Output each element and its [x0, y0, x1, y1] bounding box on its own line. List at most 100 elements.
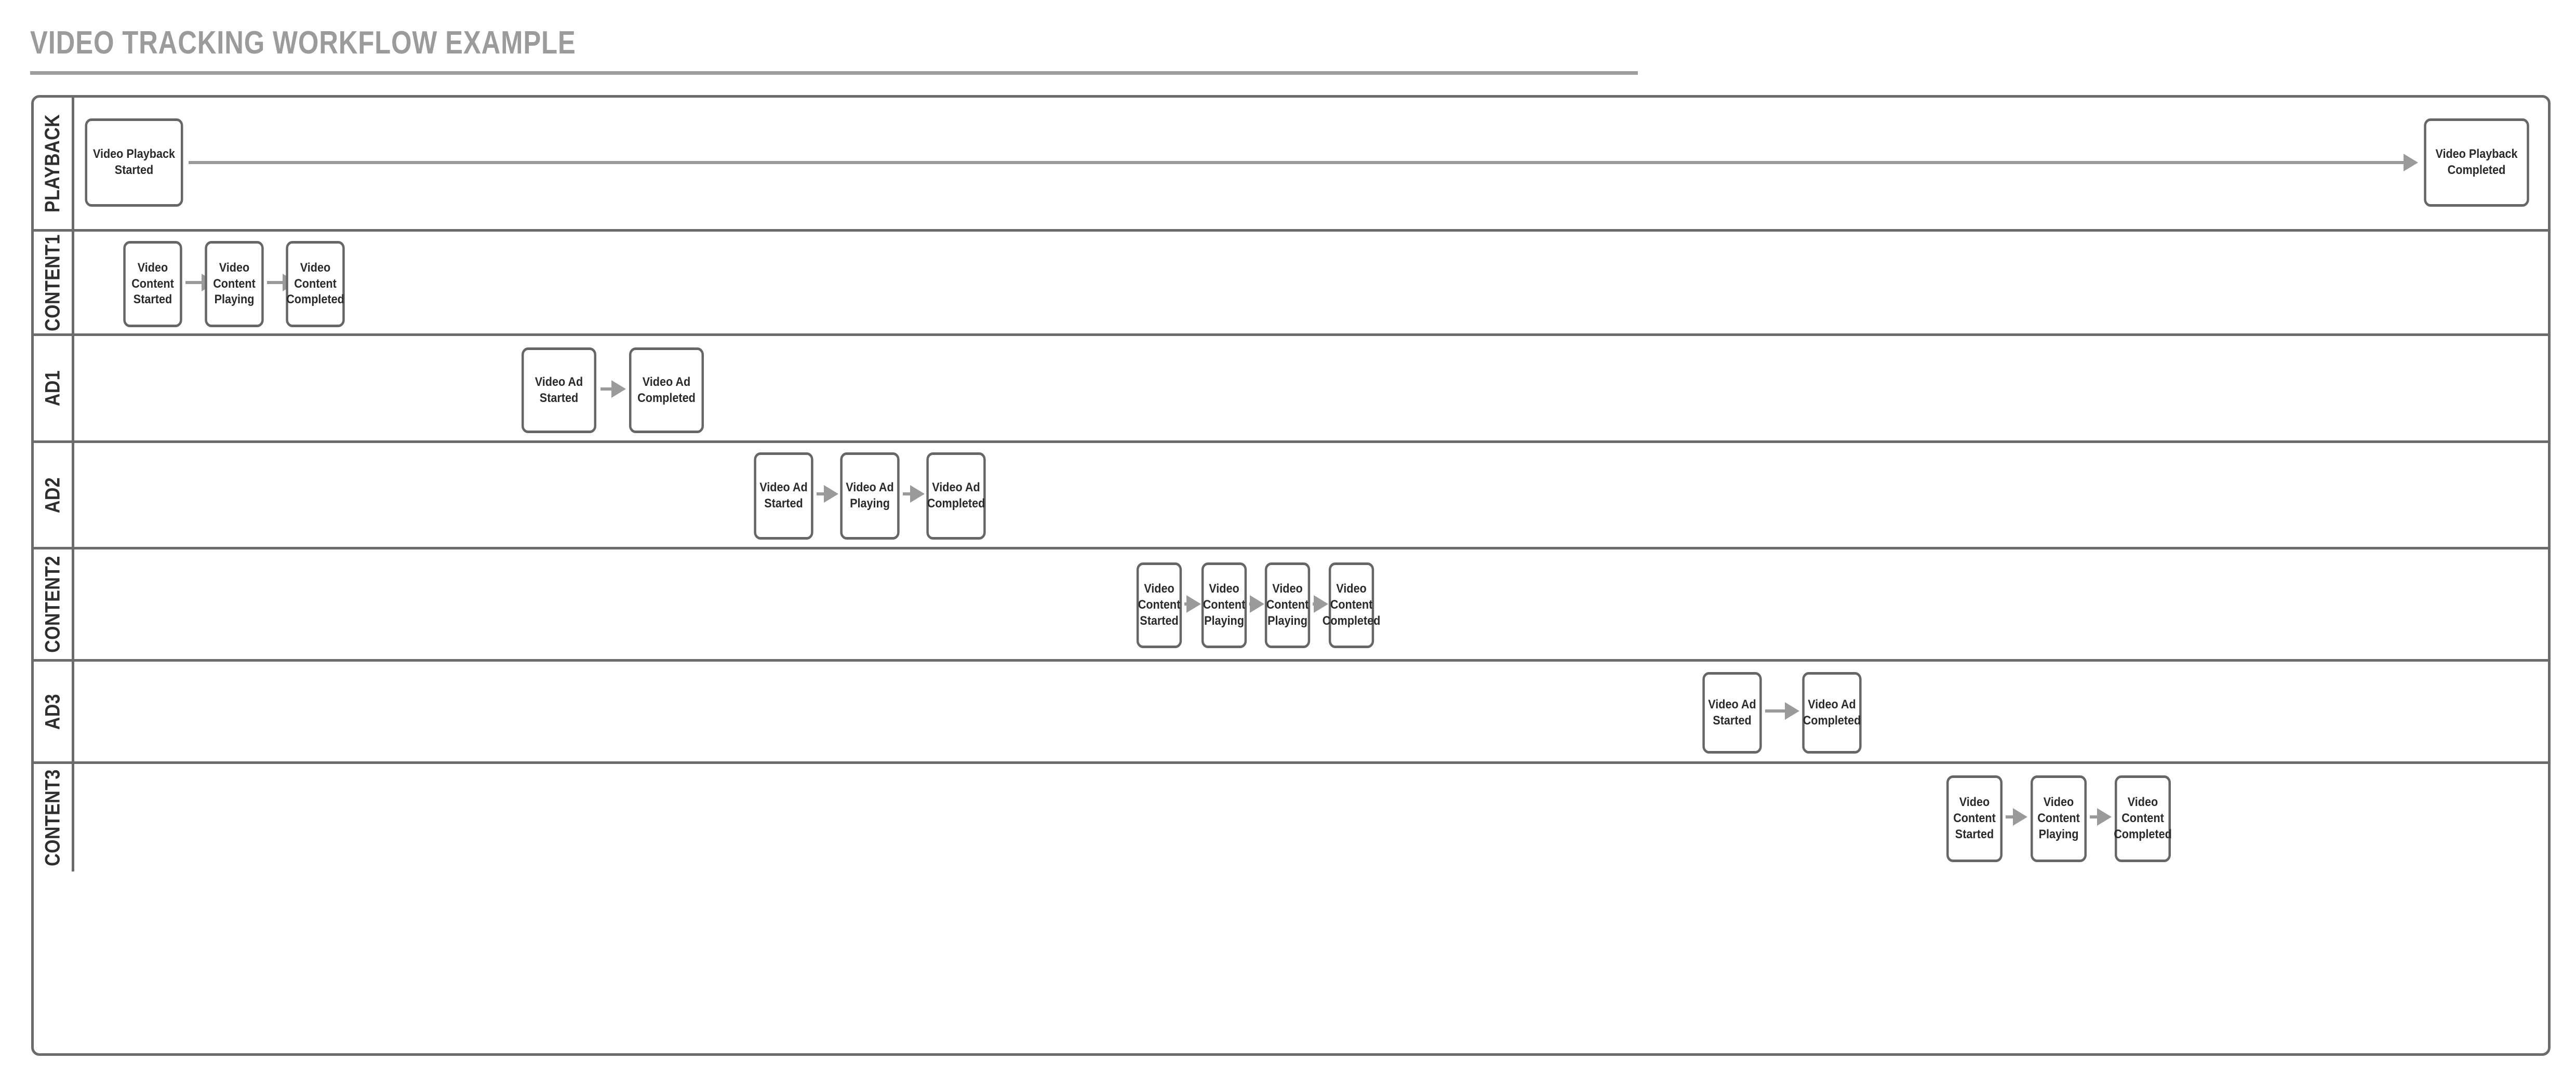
- task-node-label-line2: Playing: [2038, 827, 2079, 841]
- lane-label: AD2: [41, 477, 64, 513]
- connector-arrowhead-icon: [2404, 154, 2418, 171]
- connector-arrowhead-icon: [824, 485, 838, 503]
- lane-label: CONTENT3: [41, 769, 64, 866]
- task-node-label-line1: Video Ad Started: [535, 374, 583, 405]
- connector-line: [2006, 815, 2013, 818]
- task-node-label-line1: Video Ad: [642, 374, 691, 389]
- task-node-label-line2: Completed: [927, 496, 985, 511]
- connector-line: [185, 281, 202, 284]
- task-node-label-line1: Video Content: [1203, 582, 1246, 612]
- task-node-label-line1: Video Content: [131, 260, 174, 291]
- task-node-label-line1: Video Ad Started: [759, 480, 808, 511]
- task-node-label: Video Ad Started: [1707, 697, 1757, 729]
- task-node-label-line2: Started: [1140, 613, 1179, 628]
- task-node-label-line2: Completed: [1322, 613, 1381, 628]
- task-node-a3-started[interactable]: Video Ad Started: [1702, 672, 1762, 754]
- connector-arrowhead-icon: [1314, 595, 1328, 613]
- task-node-label-line1: Video Ad Started: [1708, 697, 1756, 728]
- task-node-label-line2: Completed: [1803, 713, 1861, 728]
- connector-line: [1765, 709, 1785, 713]
- task-node-a1-completed[interactable]: Video Ad Completed: [629, 347, 704, 433]
- task-node-label-line1: Video Content: [1138, 582, 1181, 612]
- lane-header-ad3[interactable]: AD3: [34, 662, 74, 761]
- task-node-label-line2: Playing: [1267, 613, 1307, 628]
- task-node-label-line2: Started: [114, 163, 154, 177]
- task-node-label-line1: Video Content: [1266, 582, 1309, 612]
- lane-label: AD1: [41, 370, 64, 407]
- task-node-label: Video Ad Playing: [845, 480, 895, 512]
- connector-line: [903, 492, 910, 495]
- connector-line: [1249, 602, 1250, 606]
- task-node-label-line1: Video Content: [213, 260, 256, 291]
- title-divider: [30, 71, 1638, 75]
- task-node-label-line1: Video Ad: [932, 480, 980, 495]
- page-title: VIDEO TRACKING WORKFLOW EXAMPLE: [30, 25, 576, 61]
- connector-arrowhead-icon: [1186, 595, 1201, 613]
- task-node-label-line1: Video Content: [2121, 795, 2164, 826]
- lane-header-ad1[interactable]: AD1: [34, 336, 74, 440]
- task-node-label-line1: Video Ad Playing: [846, 480, 894, 511]
- task-node-label-line2: Playing: [214, 292, 255, 307]
- task-node-label-line2: Completed: [637, 391, 696, 405]
- lane-label: CONTENT2: [41, 556, 64, 653]
- task-node-label-line1: Video Playback: [92, 147, 176, 162]
- connector-line: [1313, 602, 1314, 606]
- lane-header-content3[interactable]: CONTENT3: [34, 764, 74, 871]
- lane-body-ad2: Video Ad Started Video Ad Playing Video Ad…: [74, 443, 2548, 547]
- task-node-label-line1: Video Ad: [1808, 697, 1856, 712]
- task-node-label-line1: Video Content: [1330, 582, 1373, 612]
- task-node-label-line2: Completed: [2114, 827, 2172, 841]
- connector-line: [1184, 602, 1186, 606]
- task-node-label-line2: Started: [133, 292, 172, 307]
- task-node-a2-started[interactable]: Video Ad Started: [754, 452, 813, 540]
- lane-header-playback[interactable]: PLAYBACK: [34, 98, 74, 229]
- lane-header-content1[interactable]: CONTENT1: [34, 232, 74, 333]
- connector-line: [817, 492, 824, 495]
- task-node-label: Video Ad Completed: [637, 374, 696, 406]
- connector-line: [600, 387, 611, 391]
- lane-header-content2[interactable]: CONTENT2: [34, 549, 74, 659]
- connector-arrowhead-icon: [2013, 808, 2027, 826]
- task-node-label-line2: Playing: [1204, 613, 1244, 628]
- task-node-label-line2: Completed: [2447, 163, 2506, 177]
- task-node-a1-started[interactable]: Video Ad Started: [522, 347, 596, 433]
- lane-header-ad2[interactable]: AD2: [34, 443, 74, 547]
- connector-arrowhead-icon: [1785, 702, 1799, 720]
- task-node-label-line2: Started: [1955, 827, 1994, 841]
- connector-line: [267, 281, 283, 284]
- task-node-a2-playing[interactable]: Video Ad Playing: [840, 452, 900, 540]
- task-node-label: Video Ad Started: [759, 480, 808, 512]
